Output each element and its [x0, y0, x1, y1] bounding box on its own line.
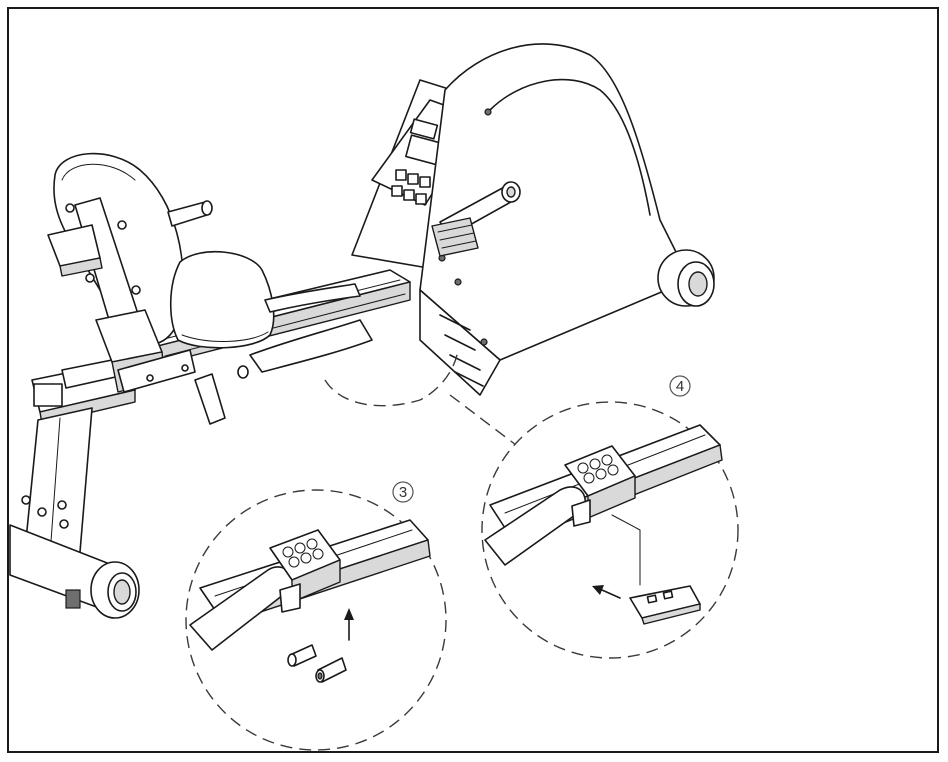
part-leader-line — [611, 514, 641, 586]
step-4-label: 4 — [676, 378, 684, 395]
backrest-bracket — [47, 197, 141, 331]
seat-handle — [167, 200, 213, 227]
seat-cushion — [169, 250, 275, 349]
caps-parts — [287, 644, 347, 683]
flywheel-housing — [419, 43, 691, 396]
detail-view-step-4: 4 — [481, 375, 739, 659]
clamp-knurl-4 — [577, 454, 619, 484]
seat-carriage — [95, 309, 249, 425]
front-wheel — [657, 249, 715, 307]
handlebar-tube — [249, 283, 373, 373]
clamp-knurl — [282, 538, 324, 568]
arrow-up-icon — [344, 608, 354, 641]
rear-leg — [9, 407, 140, 619]
recumbent-bike — [9, 43, 715, 619]
detail-view-step-3: 3 — [185, 481, 447, 751]
pedal — [431, 181, 521, 257]
housing-vents — [439, 314, 484, 387]
step-4-badge — [669, 375, 691, 397]
detail-leader-line — [449, 394, 521, 449]
step-3-badge — [392, 481, 414, 503]
console-buttons — [391, 169, 431, 205]
end-cap-part — [629, 585, 701, 625]
detail-marker-circle — [324, 349, 459, 407]
step-3-label: 3 — [399, 484, 407, 501]
figure-border — [7, 7, 939, 753]
arrow-left-icon — [592, 585, 621, 599]
